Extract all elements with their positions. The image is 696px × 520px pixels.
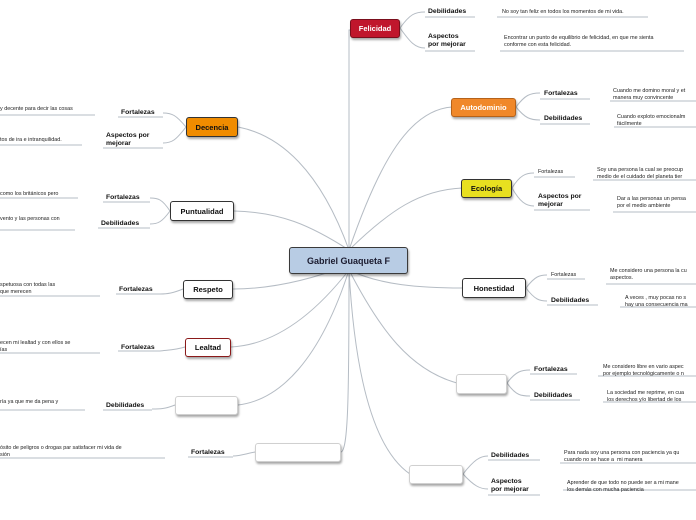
topic-ecologia[interactable]: Ecología [461, 179, 512, 198]
ecologia-fortalezas-label[interactable]: Fortalezas [538, 169, 564, 175]
blank4-fortalezas-label[interactable]: Fortalezas [191, 449, 225, 456]
blank3-debilidades-text: ría ya que me da pena y [0, 399, 59, 405]
blank2-debilidades-label[interactable]: Debilidades [491, 452, 530, 459]
topic-decencia[interactable]: Decencia [186, 117, 238, 137]
blank3-debilidades-label[interactable]: Debilidades [106, 402, 145, 409]
puntualidad-debilidades-text: vento y las personas con [0, 216, 60, 222]
autodominio-fortalezas-label[interactable]: Fortalezas [544, 90, 578, 97]
topic-blank-3[interactable] [175, 396, 238, 415]
felicidad-debilidades-label[interactable]: Debilidades [428, 8, 467, 15]
blank1-debilidades-text: La sociedad me reprime, en cua los derec… [607, 390, 685, 404]
honestidad-fortalezas-text: Me considero una persona la cu aspectos. [610, 268, 687, 282]
topic-lealtad[interactable]: Lealtad [185, 338, 231, 357]
blank1-fortalezas-label[interactable]: Fortalezas [534, 366, 568, 373]
ecologia-aspectos-text: Dar a las personas un pensa por el medio… [617, 196, 686, 210]
decencia-fortalezas-text: y decente para decir las cosas [0, 106, 73, 112]
blank2-aspectos-text: Aprender de que todo no puede ser a mi m… [567, 480, 679, 494]
topic-respeto[interactable]: Respeto [183, 280, 233, 299]
honestidad-fortalezas-label[interactable]: Fortalezas [551, 272, 577, 278]
lealtad-fortalezas-label[interactable]: Fortalezas [121, 344, 155, 351]
topic-felicidad[interactable]: Felicidad [350, 19, 400, 38]
topic-blank-4[interactable] [255, 443, 341, 462]
topic-autodominio[interactable]: Autodominio [451, 98, 516, 117]
blank4-fortalezas-text: ósito de peligros o drogas par satisface… [0, 445, 122, 459]
blank1-debilidades-label[interactable]: Debilidades [534, 392, 573, 399]
respeto-fortalezas-text: spetuosa con todas las que merecen [0, 282, 56, 296]
felicidad-debilidades-text: No soy tan feliz en todos los momentos d… [502, 9, 624, 15]
decencia-fortalezas-label[interactable]: Fortalezas [121, 109, 155, 116]
autodominio-debilidades-label[interactable]: Debilidades [544, 115, 583, 122]
ecologia-fortalezas-text: Soy una persona la cual se preocup medio… [597, 167, 684, 181]
lealtad-fortalezas-text: ecen mi lealtad y con ellos se ías [0, 340, 71, 354]
topic-blank-2[interactable] [409, 465, 463, 484]
ecologia-aspectos-label[interactable]: Aspectos por mejorar [538, 193, 582, 209]
puntualidad-fortalezas-label[interactable]: Fortalezas [106, 194, 140, 201]
respeto-fortalezas-label[interactable]: Fortalezas [119, 286, 153, 293]
puntualidad-debilidades-label[interactable]: Debilidades [101, 220, 140, 227]
autodominio-debilidades-text: Cuando exploto emocionalm fácilmente [617, 114, 686, 128]
topic-blank-1[interactable] [456, 374, 507, 394]
honestidad-debilidades-label[interactable]: Debilidades [551, 297, 590, 304]
autodominio-fortalezas-text: Cuando me domino moral y et manera muy c… [613, 88, 686, 102]
decencia-aspectos-label[interactable]: Aspectos por mejorar [106, 132, 150, 148]
blank1-fortalezas-text: Me considero libre en vario aspec por ej… [603, 364, 684, 378]
blank2-debilidades-text: Para nada soy una persona con paciencia … [564, 450, 680, 464]
felicidad-aspectos-text: Encontrar un punto de equilibrio de feli… [504, 35, 654, 49]
felicidad-aspectos-label[interactable]: Aspectos por mejorar [428, 33, 466, 49]
puntualidad-fortalezas-text: como los británicos pero [0, 191, 59, 197]
topic-honestidad[interactable]: Honestidad [462, 278, 526, 298]
decencia-aspectos-text: tos de ira e intranquilidad. [0, 137, 62, 143]
honestidad-debilidades-text: A veces , muy pocas no s hay una consecu… [625, 295, 688, 309]
central-topic[interactable]: Gabriel Guaqueta F [289, 247, 408, 274]
topic-puntualidad[interactable]: Puntualidad [170, 201, 234, 221]
blank2-aspectos-label[interactable]: Aspectos por mejorar [491, 478, 529, 494]
